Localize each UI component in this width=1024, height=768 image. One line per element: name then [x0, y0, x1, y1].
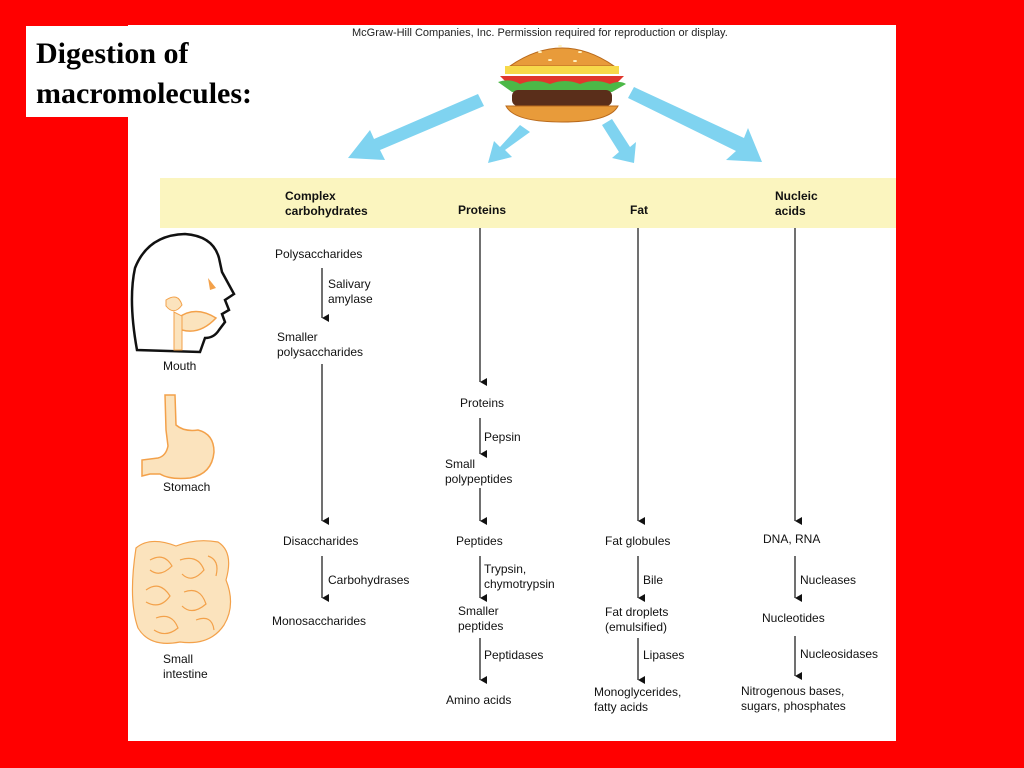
organ-label-line: Small	[163, 652, 194, 666]
stomach-icon	[141, 394, 215, 480]
node-line: Monoglycerides,	[594, 685, 682, 699]
enzyme-carbohydrases: Carbohydrases	[328, 573, 410, 587]
flow-arrows	[321, 228, 802, 684]
header-line: Complex	[285, 189, 336, 203]
node-line: Fat droplets	[605, 605, 669, 619]
node-small-polypeptides: Small polypeptides	[445, 457, 512, 487]
node-polysaccharides: Polysaccharides	[275, 247, 363, 261]
enzyme-lipases: Lipases	[643, 648, 685, 662]
enzyme-line: chymotrypsin	[484, 577, 555, 591]
copyright-notice: McGraw-Hill Companies, Inc. Permission r…	[352, 27, 728, 39]
node-line: sugars, phosphates	[741, 699, 846, 713]
header-line: carbohydrates	[285, 204, 368, 218]
node-line: polysaccharides	[277, 345, 364, 359]
node-fat-droplets: Fat droplets (emulsified)	[605, 605, 668, 635]
header-line: Nucleic	[775, 189, 818, 203]
node-nitrogenous-bases: Nitrogenous bases, sugars, phosphates	[741, 684, 846, 714]
enzyme-salivary-amylase: Salivary amylase	[328, 277, 373, 307]
organ-label-line: intestine	[163, 667, 208, 681]
slide-title: Digestion of macromolecules:	[36, 37, 253, 110]
organ-label-stomach: Stomach	[163, 480, 211, 494]
enzyme-bile: Bile	[643, 573, 664, 587]
node-monosaccharides: Monosaccharides	[272, 614, 367, 628]
node-line: Nitrogenous bases,	[741, 684, 845, 698]
blue-arrows	[348, 87, 762, 163]
title-box: Digestion of macromolecules:	[26, 26, 278, 117]
header-proteins: Proteins	[458, 203, 507, 217]
node-line: Small	[445, 457, 476, 471]
header-band	[160, 178, 896, 228]
organ-label-mouth: Mouth	[163, 359, 197, 373]
enzyme-nucleosidases: Nucleosidases	[800, 647, 879, 661]
enzyme-nucleases: Nucleases	[800, 573, 857, 587]
node-monoglycerides: Monoglycerides, fatty acids	[594, 685, 681, 715]
mouth-head-icon	[130, 232, 236, 354]
enzyme-line: amylase	[328, 292, 373, 306]
node-line: Smaller	[458, 604, 499, 618]
node-line: fatty acids	[594, 700, 649, 714]
node-dna-rna: DNA, RNA	[763, 532, 821, 546]
node-fat-globules: Fat globules	[605, 534, 671, 548]
node-smaller-peptides: Smaller peptides	[458, 604, 503, 634]
node-peptides: Peptides	[456, 534, 503, 548]
enzyme-pepsin: Pepsin	[484, 430, 521, 444]
node-amino-acids: Amino acids	[446, 693, 512, 707]
header-fat: Fat	[630, 203, 648, 217]
enzyme-peptidases: Peptidases	[484, 648, 544, 662]
node-nucleotides: Nucleotides	[762, 611, 825, 625]
enzyme-line: Trypsin,	[484, 562, 527, 576]
node-disaccharides: Disaccharides	[283, 534, 359, 548]
node-line: Smaller	[277, 330, 318, 344]
node-line: (emulsified)	[605, 620, 668, 634]
small-intestine-icon	[131, 540, 232, 644]
enzyme-trypsin-chymotrypsin: Trypsin, chymotrypsin	[484, 562, 555, 592]
node-line: peptides	[458, 619, 504, 633]
node-smaller-polysaccharides: Smaller polysaccharides	[277, 330, 363, 360]
header-nucleic-acids: Nucleic acids	[775, 189, 818, 219]
organ-label-small-intestine: Small intestine	[163, 652, 208, 682]
header-line: acids	[775, 204, 806, 218]
node-line: polypeptides	[445, 472, 513, 486]
node-proteins: Proteins	[460, 396, 505, 410]
hamburger-icon	[498, 45, 626, 123]
header-complex-carbohydrates: Complex carbohydrates	[285, 189, 368, 219]
enzyme-line: Salivary	[328, 277, 371, 291]
